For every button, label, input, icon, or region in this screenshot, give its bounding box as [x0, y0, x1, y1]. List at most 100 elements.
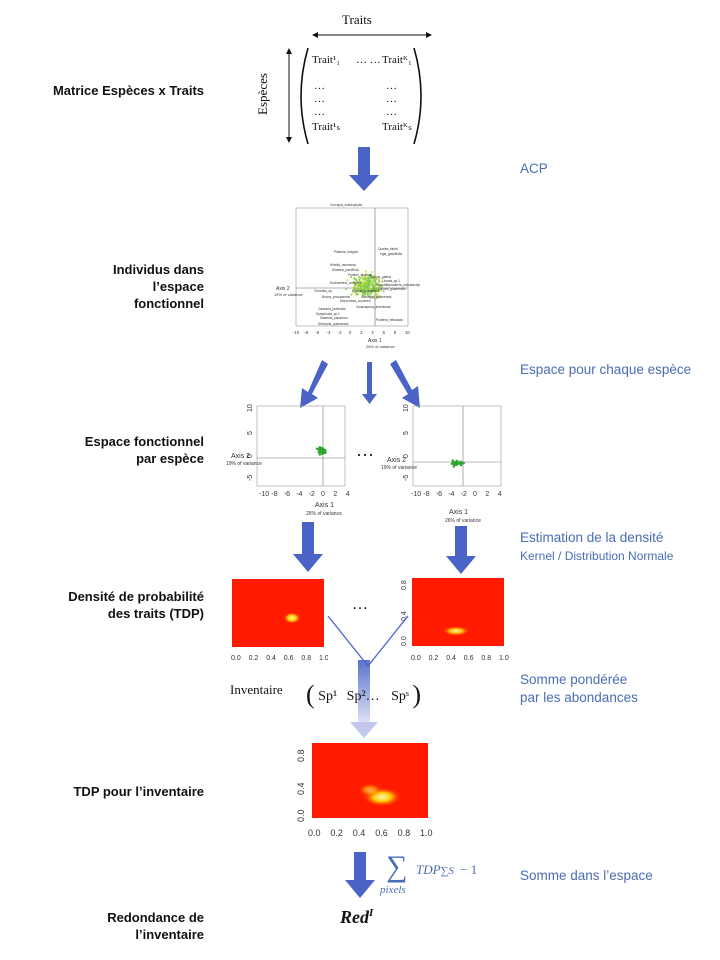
species-left-axis2-var: 19% of variance [226, 461, 262, 467]
species-x-tick: -6 [284, 491, 290, 498]
species-point [455, 462, 459, 466]
pca-x-tick: -4 [327, 330, 331, 335]
species-x-tick: -4 [448, 491, 454, 498]
note-estimation: Estimation de la densité Kernel / Distri… [520, 529, 673, 565]
arrow-split-right [390, 360, 420, 408]
pca-point [361, 283, 364, 286]
pca-axis2-label: Axis 2 [276, 286, 290, 292]
pca-point [364, 270, 368, 273]
density-y-tick: 0.0 [401, 636, 408, 646]
species-y-tick: 5 [247, 431, 254, 435]
pca-point [350, 293, 353, 296]
species-x-tick: 0 [473, 491, 477, 498]
pca-point [380, 280, 383, 284]
pca-x-tick: 2 [360, 330, 363, 335]
inventory-x-tick: 0.6 [375, 828, 388, 838]
pca-point [368, 288, 371, 291]
label-espace-line1: Espace fonctionnel [84, 434, 204, 449]
pca-species-label: Symphonia_sp.1 [316, 312, 340, 316]
density-x-tick: 1.0 [499, 655, 509, 662]
pca-point [360, 289, 364, 293]
pca-point [378, 289, 382, 292]
pca-point [352, 291, 355, 294]
pca-point [365, 280, 368, 284]
inventory-label: Inventaire [230, 682, 283, 697]
pca-point [380, 285, 383, 288]
species-x-tick: 2 [333, 491, 337, 498]
species-point [320, 448, 323, 451]
pca-point [378, 279, 381, 282]
pca-point [366, 292, 369, 295]
pca-point [359, 288, 362, 291]
species-x-tick: 2 [485, 491, 489, 498]
pca-point [354, 279, 358, 282]
pca-point [376, 290, 379, 293]
pca-x-tick: -8 [304, 330, 308, 335]
inventory-density-hotspot2 [358, 783, 382, 797]
pca-point [366, 276, 369, 279]
label-densite: Densité de probabilité des traits (TDP) [20, 588, 204, 622]
pca-plot: Cecropia_sciadophyllaPlatonia_insignisQu… [274, 203, 420, 349]
matrix-row-header: Espèces [254, 73, 270, 115]
density-x-tick: 1.0 [319, 655, 328, 662]
note-espace-chaque-espece: Espace pour chaque espèce [520, 362, 692, 377]
pca-point [365, 272, 368, 276]
arrow-split-left [300, 360, 328, 408]
pca-point [373, 274, 376, 277]
matrix-cell-s1: Trait¹ₛ [312, 121, 341, 133]
pca-point [367, 280, 370, 283]
pca-point [353, 288, 356, 291]
pca-point [375, 295, 379, 298]
pca-point [377, 280, 380, 284]
pca-point [353, 286, 356, 289]
pca-species-label: Goupia_glabra [370, 275, 391, 279]
sigma-symbol: ∑ [386, 850, 408, 883]
pca-species-label: Tachigali_guianensis [362, 295, 392, 299]
note-somme-ponderee: Somme pondérée par les abondances [520, 671, 638, 707]
inventory-sp1: Sp¹ [318, 689, 338, 704]
matrix-vdots-l2: … [314, 93, 325, 105]
label-individus: Individus dans l’espace fonctionnel [20, 261, 204, 312]
species-right-axis2: Axis 2 [387, 457, 406, 464]
density-x-tick: 0.4 [266, 655, 276, 662]
sum-line-left [327, 615, 369, 667]
arrow-species-right-to-density [446, 526, 476, 574]
matrix-col-arrow [312, 32, 432, 38]
pca-point [352, 277, 356, 280]
pca-point [360, 280, 363, 283]
pca-species-label: Bocoa_prouacensis [322, 295, 350, 299]
inventory-paren-open: ( [306, 680, 315, 709]
species-x-tick: -6 [436, 491, 442, 498]
label-tdp-inventaire: TDP pour l’inventaire [73, 784, 204, 799]
species-x-tick: -4 [296, 491, 302, 498]
pca-point [378, 285, 381, 288]
species-point [459, 460, 463, 463]
pca-x-tick: 10 [405, 330, 410, 335]
species-y-tick: -5 [403, 475, 410, 481]
label-redondance-line1: Redondance de [107, 910, 204, 925]
label-individus-line1: Individus dans [112, 262, 204, 277]
inventory-x-tick: 0.8 [398, 828, 411, 838]
pca-species-label: Dicorynia_guianensis [318, 322, 349, 326]
pca-point [375, 286, 378, 289]
pca-point [374, 280, 377, 283]
pca-point [373, 292, 377, 295]
matrix-row-arrow [286, 48, 292, 143]
density-x-tick: 0.4 [446, 655, 456, 662]
inventory-sps: Spˢ [391, 689, 409, 704]
density-x-tick: 0.8 [301, 655, 311, 662]
label-redondance: Redondance de l’inventaire [20, 909, 204, 943]
species-right-points [450, 459, 465, 468]
sum-line-right [367, 615, 409, 667]
species-left-axis1: Axis 1 [315, 502, 334, 509]
label-individus-line3: fonctionnel [133, 296, 204, 311]
species-x-tick: -10 [259, 491, 269, 498]
density-x-tick: 0.0 [411, 655, 421, 662]
pca-point [361, 295, 364, 298]
red-sup: I [369, 907, 374, 919]
